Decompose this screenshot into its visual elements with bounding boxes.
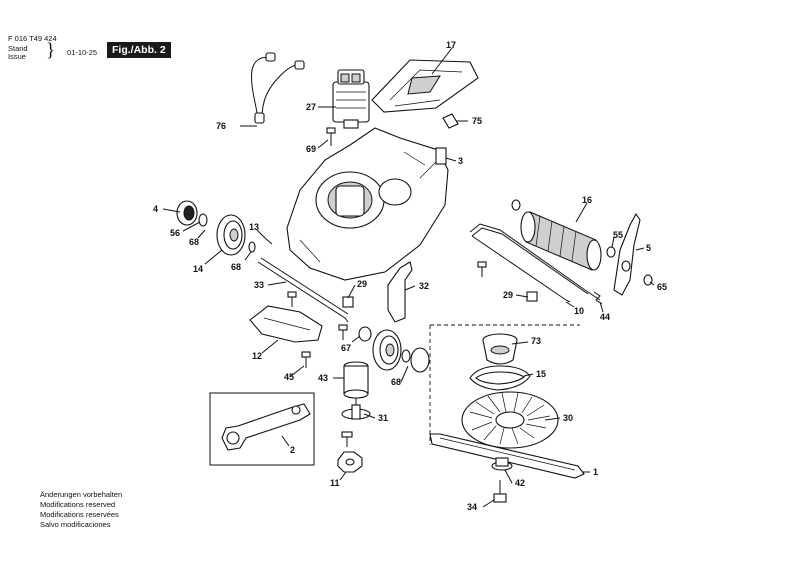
issue-label: Issue bbox=[8, 52, 26, 61]
callout-15: 15 bbox=[536, 369, 546, 379]
note-english: Modifications reserved bbox=[40, 500, 116, 509]
callout-75: 75 bbox=[472, 116, 482, 126]
part-12-flap bbox=[249, 305, 323, 343]
part-4-hubcap bbox=[176, 200, 198, 226]
part-55-washer bbox=[606, 246, 616, 258]
callout-73: 73 bbox=[531, 336, 541, 346]
part-56-washer bbox=[198, 213, 208, 227]
callout-31: 31 bbox=[378, 413, 388, 423]
part-27-motor bbox=[332, 69, 370, 129]
part-43-bearing bbox=[343, 361, 369, 408]
callout-27: 27 bbox=[306, 102, 316, 112]
modification-notes: Änderungen vorbehalten Modifications res… bbox=[40, 490, 122, 530]
part-15-belt bbox=[469, 365, 531, 391]
screw-rear bbox=[477, 261, 487, 277]
part-42-washer bbox=[491, 457, 513, 471]
part-34-bolt bbox=[493, 480, 507, 503]
callout-29-right: 29 bbox=[503, 290, 513, 300]
screw-left-deck bbox=[287, 291, 348, 340]
callout-34: 34 bbox=[467, 502, 477, 512]
note-spanish: Salvo modificaciones bbox=[40, 520, 111, 529]
wheel-front bbox=[372, 329, 402, 371]
leader-lines bbox=[162, 47, 655, 508]
part-67-washer bbox=[358, 326, 372, 342]
part-14-wheel bbox=[216, 214, 246, 256]
note-french: Modifications reservées bbox=[40, 510, 119, 519]
callout-68-left: 68 bbox=[189, 237, 199, 247]
part-30-fan bbox=[461, 391, 559, 449]
callout-56: 56 bbox=[170, 228, 180, 238]
callout-13: 13 bbox=[249, 222, 259, 232]
part-68-washer-left bbox=[248, 241, 256, 253]
callout-44: 44 bbox=[600, 312, 610, 322]
screw-31 bbox=[341, 431, 353, 447]
part-44-spring bbox=[593, 291, 603, 305]
callout-29-left: 29 bbox=[357, 279, 367, 289]
part-73-pulley bbox=[482, 333, 518, 365]
callout-68-mid: 68 bbox=[231, 262, 241, 272]
part-2-spanner-box bbox=[209, 392, 315, 466]
callout-45: 45 bbox=[284, 372, 294, 382]
callout-32: 32 bbox=[419, 281, 429, 291]
callout-76: 76 bbox=[216, 121, 226, 131]
part-29-bracket-left bbox=[342, 296, 354, 308]
callout-17: 17 bbox=[446, 40, 456, 50]
callout-68-right: 68 bbox=[391, 377, 401, 387]
part-1-blade bbox=[429, 433, 585, 479]
callout-14: 14 bbox=[193, 264, 203, 274]
callout-12: 12 bbox=[252, 351, 262, 361]
callout-30: 30 bbox=[563, 413, 573, 423]
callout-65: 65 bbox=[657, 282, 667, 292]
callout-2: 2 bbox=[290, 445, 295, 455]
part-11-washer bbox=[337, 451, 363, 473]
callout-33: 33 bbox=[254, 280, 264, 290]
callout-67: 67 bbox=[341, 343, 351, 353]
callout-42: 42 bbox=[515, 478, 525, 488]
dashed-outline bbox=[429, 324, 580, 445]
brace-glyph: } bbox=[46, 40, 56, 61]
part-3-housing bbox=[286, 127, 449, 281]
callout-10: 10 bbox=[574, 306, 584, 316]
part-69-screw bbox=[326, 127, 336, 146]
callout-1: 1 bbox=[593, 467, 598, 477]
callout-3: 3 bbox=[458, 156, 463, 166]
part-31-hub bbox=[341, 404, 371, 420]
part-75-clip bbox=[442, 113, 459, 129]
part-33-axle bbox=[257, 257, 349, 323]
figure-label: Fig./Abb. 2 bbox=[107, 42, 171, 58]
stand-label: Stand bbox=[8, 44, 28, 53]
part-65-washer bbox=[643, 274, 653, 286]
part-76-cable bbox=[251, 52, 305, 124]
callout-11: 11 bbox=[330, 478, 340, 488]
issue-date: 01-10-25 bbox=[67, 48, 98, 57]
part-17-cover bbox=[371, 59, 479, 113]
part-29-bracket-right bbox=[526, 291, 538, 302]
document-code: F 016 T49 424 bbox=[8, 34, 57, 43]
part-13-rod bbox=[264, 237, 273, 245]
callout-43: 43 bbox=[318, 373, 328, 383]
part-10-axle bbox=[469, 223, 601, 303]
callout-5: 5 bbox=[646, 243, 651, 253]
part-45-screw bbox=[301, 351, 311, 368]
callout-16: 16 bbox=[582, 195, 592, 205]
callout-69: 69 bbox=[306, 144, 316, 154]
part-5-bracket bbox=[613, 212, 641, 296]
callout-55: 55 bbox=[613, 230, 623, 240]
part-32-lever bbox=[387, 261, 413, 323]
callout-labels: 17 27 76 75 69 3 4 16 56 13 55 68 5 14 6… bbox=[153, 40, 667, 512]
part-16-roller bbox=[511, 199, 602, 271]
callout-4: 4 bbox=[153, 204, 158, 214]
part-68-washer-front bbox=[401, 347, 430, 373]
note-german: Änderungen vorbehalten bbox=[40, 490, 123, 499]
